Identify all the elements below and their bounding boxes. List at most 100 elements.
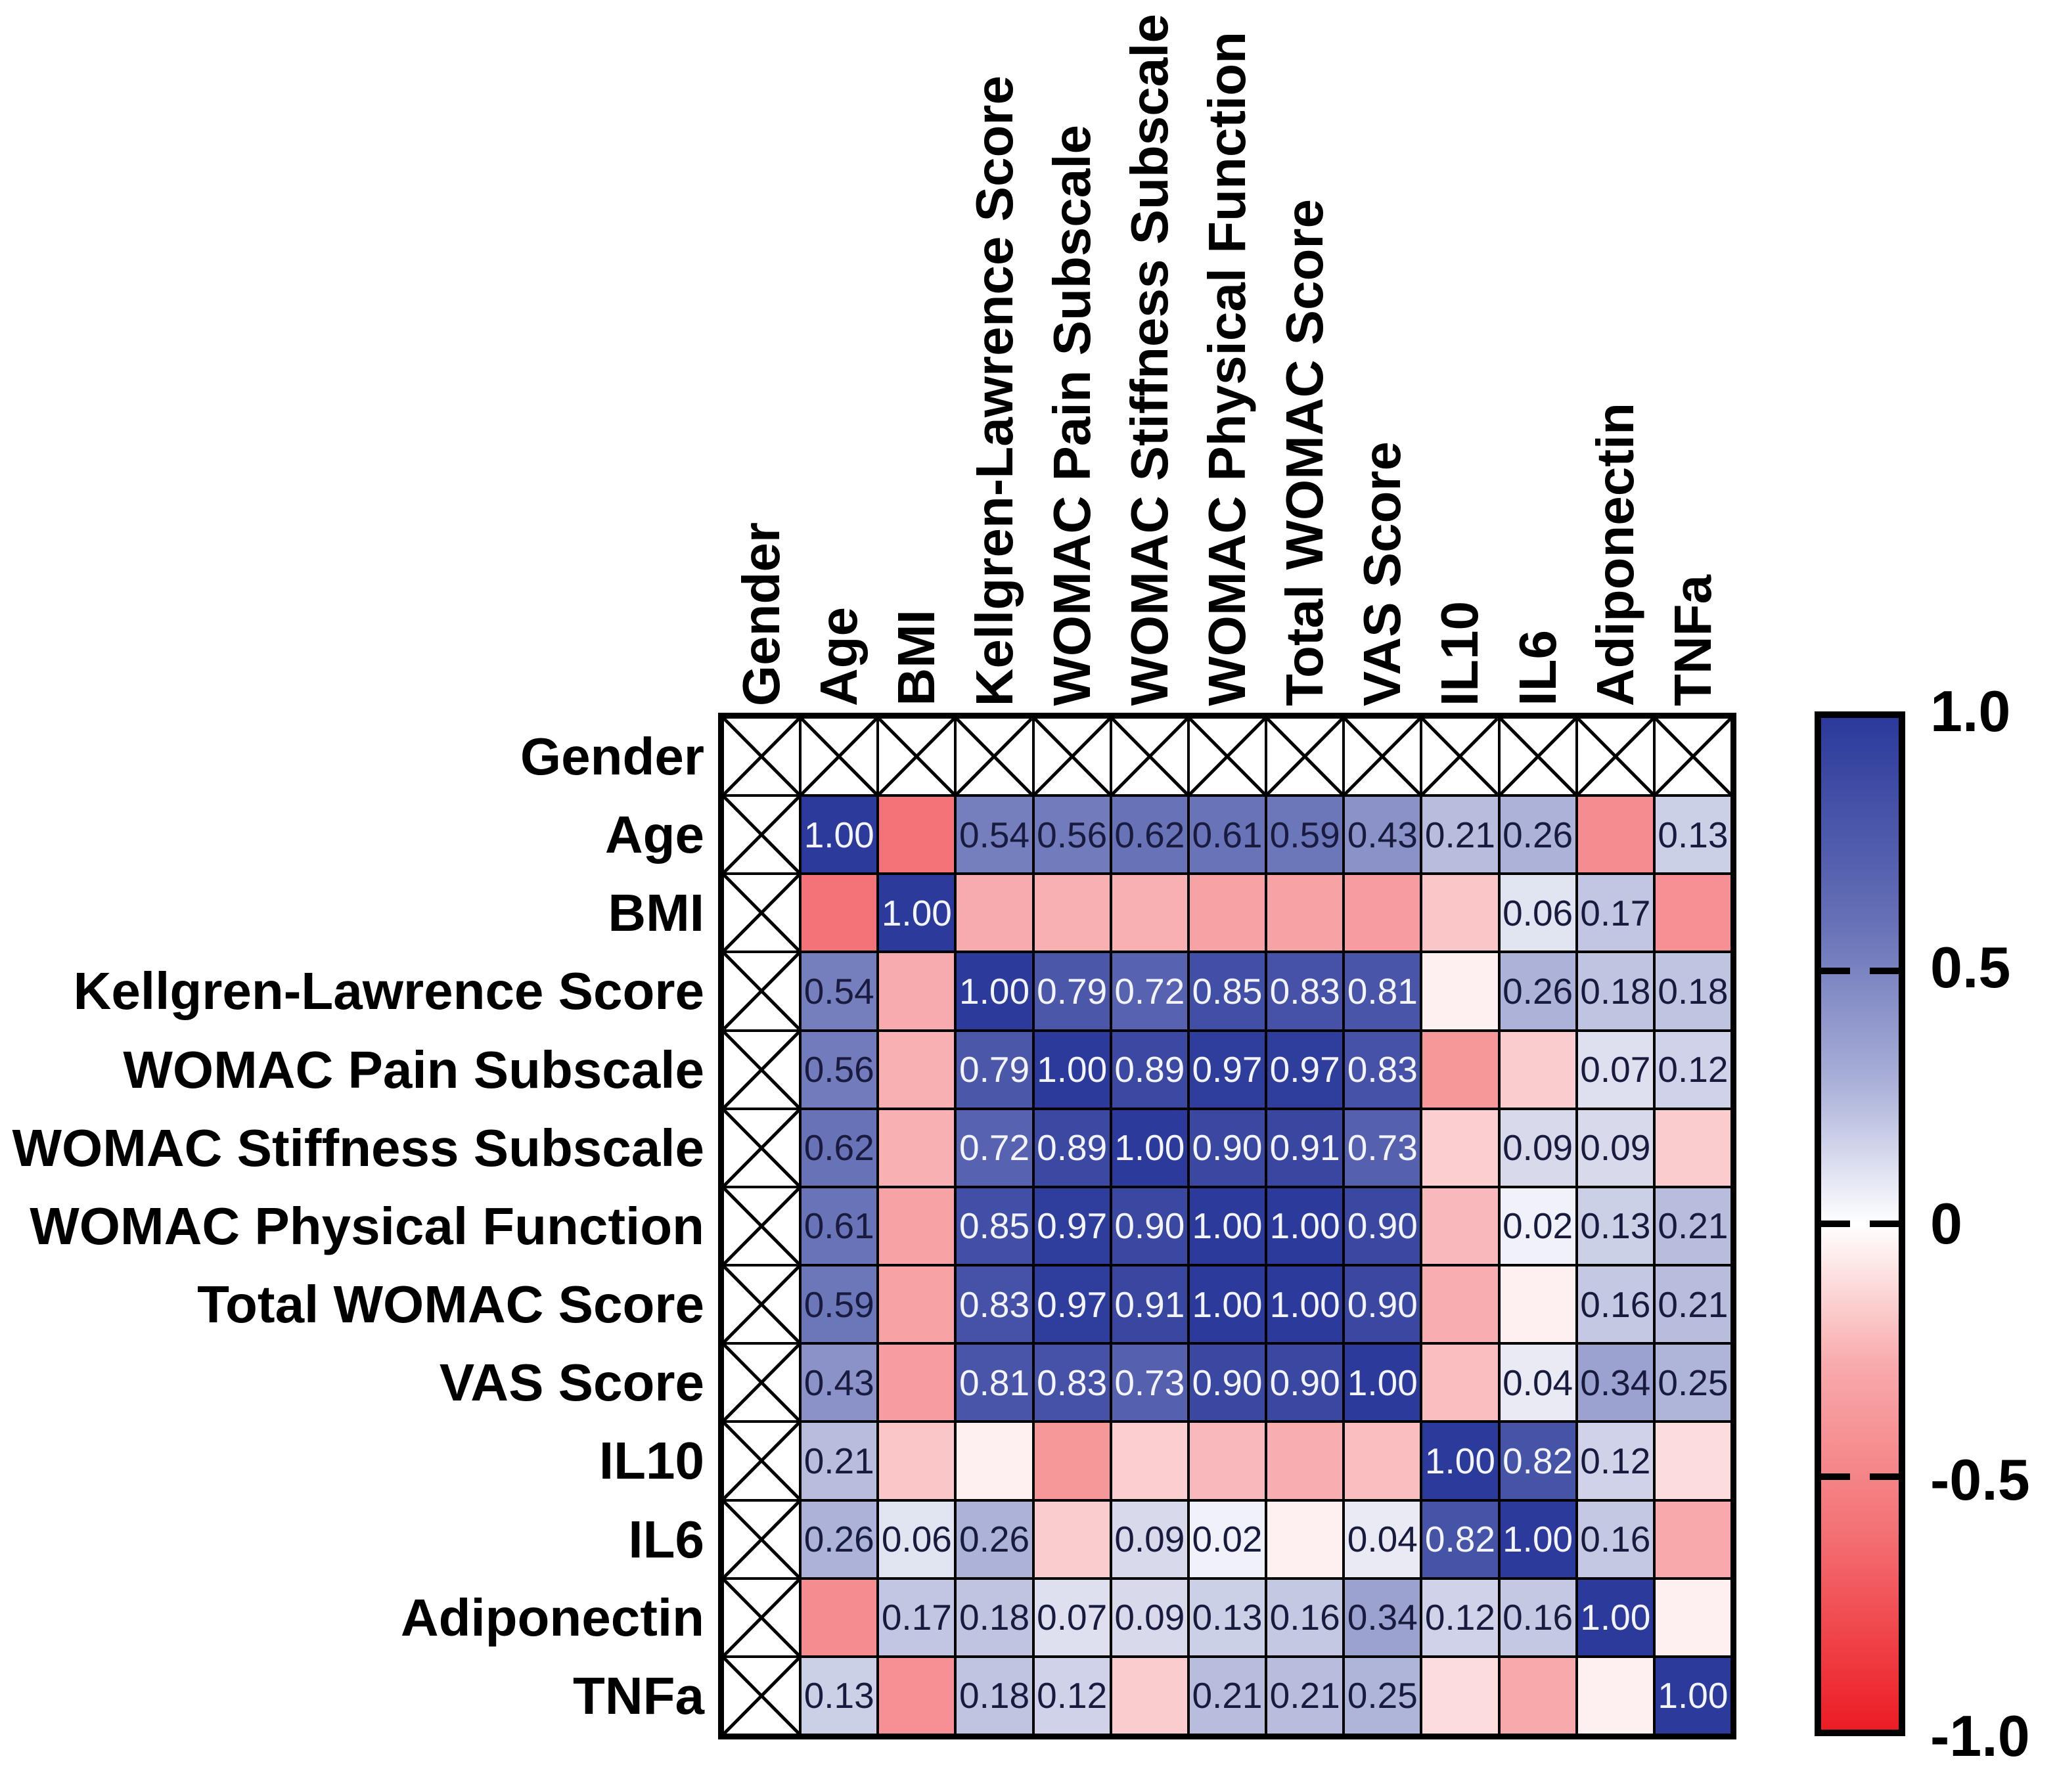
x-mark-icon xyxy=(724,953,799,1029)
cell-value: 0.90 xyxy=(1347,1284,1418,1325)
matrix-cell: 1.00 xyxy=(1345,1345,1420,1421)
matrix-cell: 0.90 xyxy=(1345,1188,1420,1265)
crossed-out-cell xyxy=(724,1501,800,1577)
crossed-out-cell xyxy=(1577,719,1653,795)
matrix-cell xyxy=(1655,1423,1730,1499)
cell-value: 0.73 xyxy=(1114,1362,1185,1403)
matrix-cell: 0.21 xyxy=(1655,1188,1730,1265)
matrix-cell: 0.12 xyxy=(1577,1423,1653,1499)
cell-value: 0.73 xyxy=(1347,1127,1418,1169)
cell-value: 0.62 xyxy=(803,1127,874,1169)
x-mark-icon xyxy=(1345,719,1420,794)
cell-value: 0.72 xyxy=(959,1127,1030,1169)
colorbar-tick xyxy=(1821,1473,1850,1480)
cell-value: 0.21 xyxy=(1658,1284,1729,1325)
matrix-cell xyxy=(802,875,877,951)
cell-value: 0.82 xyxy=(1424,1519,1495,1560)
matrix-cell xyxy=(1189,875,1265,951)
cell-value: 0.21 xyxy=(803,1440,874,1481)
x-mark-icon xyxy=(724,1266,799,1342)
matrix-cell: 0.83 xyxy=(1034,1345,1110,1421)
matrix-cell: 0.54 xyxy=(802,953,877,1029)
matrix-cell: 0.61 xyxy=(1189,797,1265,873)
matrix-cell: 0.04 xyxy=(1500,1345,1575,1421)
matrix-cell xyxy=(1267,1501,1343,1577)
matrix-cell: 0.02 xyxy=(1500,1188,1575,1265)
crossed-out-cell xyxy=(1655,719,1730,795)
matrix-cell: 0.12 xyxy=(1655,1031,1730,1108)
crossed-out-cell xyxy=(1345,719,1420,795)
matrix-cell: 0.72 xyxy=(1112,953,1187,1029)
matrix-cell: 0.72 xyxy=(957,1109,1032,1186)
matrix-cell: 1.00 xyxy=(1267,1188,1343,1265)
matrix-cell xyxy=(879,797,955,873)
matrix-cell: 0.09 xyxy=(1500,1109,1575,1186)
matrix-cell: 1.00 xyxy=(1655,1657,1730,1734)
cell-value: 0.12 xyxy=(1037,1675,1108,1716)
column-label-7: Total WOMAC Score xyxy=(1275,199,1334,706)
cell-value: 0.16 xyxy=(1580,1284,1651,1325)
matrix-cell xyxy=(1655,1501,1730,1577)
cell-value: 0.82 xyxy=(1503,1440,1573,1481)
column-label-10: IL6 xyxy=(1508,630,1567,706)
x-mark-icon xyxy=(1035,719,1110,794)
column-label-8: VAS Score xyxy=(1353,441,1412,706)
matrix-cell: 1.00 xyxy=(1189,1266,1265,1343)
column-label-12: TNFa xyxy=(1663,575,1722,706)
matrix-cell: 1.00 xyxy=(802,797,877,873)
cell-value: 0.12 xyxy=(1658,1049,1729,1090)
matrix-cell xyxy=(1500,1031,1575,1108)
row-label-8: VAS Score xyxy=(439,1353,704,1412)
cell-value: 0.89 xyxy=(1037,1127,1108,1169)
crossed-out-cell xyxy=(1112,719,1187,795)
cell-value: 0.34 xyxy=(1580,1362,1651,1403)
cell-value: 0.90 xyxy=(1114,1205,1185,1247)
matrix-cell: 0.82 xyxy=(1422,1501,1498,1577)
matrix-cell: 0.97 xyxy=(1034,1266,1110,1343)
cell-value: 1.00 xyxy=(1269,1205,1340,1247)
x-mark-icon xyxy=(1501,719,1575,794)
x-mark-icon xyxy=(1190,719,1265,794)
matrix-cell xyxy=(1422,1266,1498,1343)
matrix-cell: 0.83 xyxy=(1345,1031,1420,1108)
crossed-out-cell xyxy=(879,719,955,795)
cell-value: 0.21 xyxy=(1424,814,1495,855)
matrix-cell xyxy=(1500,1657,1575,1734)
matrix-cell xyxy=(879,1657,955,1734)
column-label-11: Adiponectin xyxy=(1585,402,1644,706)
matrix-cell: 0.62 xyxy=(802,1109,877,1186)
x-mark-icon xyxy=(1578,719,1653,794)
crossed-out-cell xyxy=(1500,719,1575,795)
matrix-cell: 0.91 xyxy=(1267,1109,1343,1186)
crossed-out-cell xyxy=(1189,719,1265,795)
x-mark-icon xyxy=(724,1658,799,1734)
x-mark-icon xyxy=(1422,719,1497,794)
matrix-cell: 0.90 xyxy=(1112,1188,1187,1265)
crossed-out-cell xyxy=(1267,719,1343,795)
cell-value: 0.59 xyxy=(1269,814,1340,855)
cell-value: 0.90 xyxy=(1269,1362,1340,1403)
matrix-cell: 1.00 xyxy=(1577,1579,1653,1655)
cell-value: 0.34 xyxy=(1347,1597,1418,1638)
matrix-cell: 0.90 xyxy=(1345,1266,1420,1343)
cell-value: 0.18 xyxy=(959,1675,1030,1716)
row-label-12: TNFa xyxy=(573,1666,704,1725)
cell-value: 0.09 xyxy=(1503,1127,1573,1169)
cell-value: 1.00 xyxy=(959,971,1030,1012)
x-mark-icon xyxy=(1112,719,1187,794)
cell-value: 0.62 xyxy=(1114,814,1185,855)
column-label-9: IL10 xyxy=(1430,600,1489,706)
matrix-cell xyxy=(1267,875,1343,951)
colorbar-tick-label: 1.0 xyxy=(1930,679,2011,744)
cell-value: 0.04 xyxy=(1347,1519,1418,1560)
matrix-cell: 0.18 xyxy=(957,1579,1032,1655)
crossed-out-cell xyxy=(957,719,1032,795)
cell-value: 0.21 xyxy=(1269,1675,1340,1716)
cell-value: 1.00 xyxy=(1037,1049,1108,1090)
colorbar-tick-label: -1.0 xyxy=(1930,1703,2030,1768)
matrix-cell: 0.16 xyxy=(1577,1266,1653,1343)
matrix-cell: 0.85 xyxy=(957,1188,1032,1265)
matrix-cell: 0.21 xyxy=(802,1423,877,1499)
cell-value: 0.54 xyxy=(803,971,874,1012)
matrix-cell xyxy=(1577,797,1653,873)
